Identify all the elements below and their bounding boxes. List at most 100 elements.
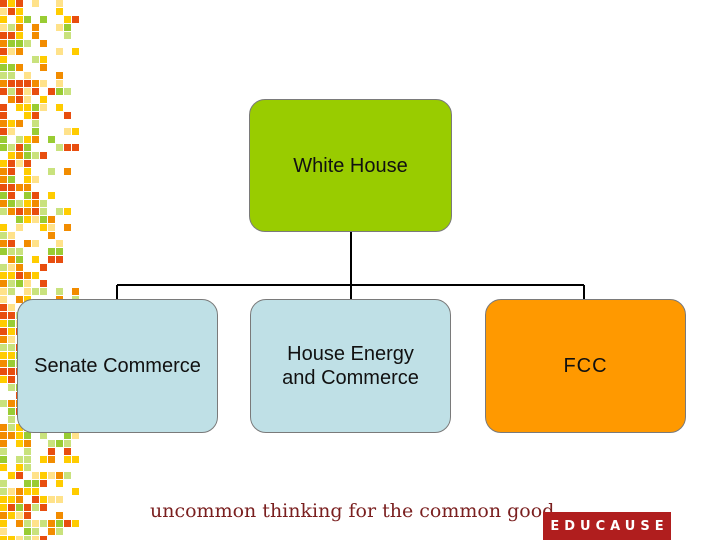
- mosaic-tile: [56, 248, 63, 255]
- mosaic-tile: [0, 480, 7, 487]
- mosaic-tile: [0, 80, 7, 87]
- mosaic-tile: [24, 144, 31, 151]
- mosaic-tile: [32, 272, 39, 279]
- mosaic-tile: [8, 64, 15, 71]
- mosaic-tile: [48, 456, 55, 463]
- mosaic-tile: [56, 472, 63, 479]
- mosaic-tile: [8, 336, 15, 343]
- mosaic-tile: [16, 144, 23, 151]
- mosaic-tile: [32, 528, 39, 535]
- mosaic-tile: [16, 176, 23, 183]
- mosaic-tile: [40, 208, 47, 215]
- mosaic-tile: [32, 288, 39, 295]
- mosaic-tile: [8, 176, 15, 183]
- mosaic-tile: [0, 136, 7, 143]
- mosaic-tile: [40, 520, 47, 527]
- mosaic-tile: [8, 376, 15, 383]
- mosaic-tile: [32, 432, 39, 439]
- mosaic-tile: [16, 48, 23, 55]
- mosaic-tile: [48, 88, 55, 95]
- mosaic-tile: [56, 440, 63, 447]
- mosaic-tile: [0, 456, 7, 463]
- mosaic-tile: [8, 280, 15, 287]
- mosaic-tile: [16, 88, 23, 95]
- mosaic-tile: [40, 96, 47, 103]
- mosaic-tile: [8, 168, 15, 175]
- mosaic-tile: [72, 48, 79, 55]
- mosaic-tile: [0, 184, 7, 191]
- mosaic-tile: [24, 88, 31, 95]
- mosaic-tile: [8, 408, 15, 415]
- mosaic-tile: [0, 496, 7, 503]
- mosaic-tile: [64, 520, 71, 527]
- mosaic-tile: [8, 424, 15, 431]
- mosaic-tile: [16, 536, 23, 540]
- mosaic-tile: [40, 56, 47, 63]
- mosaic-tile: [0, 504, 7, 511]
- mosaic-tile: [24, 208, 31, 215]
- mosaic-tile: [16, 512, 23, 519]
- mosaic-tile: [32, 256, 39, 263]
- mosaic-tile: [48, 440, 55, 447]
- mosaic-tile: [24, 272, 31, 279]
- mosaic-tile: [0, 488, 7, 495]
- mosaic-tile: [8, 520, 15, 527]
- mosaic-tile: [0, 48, 7, 55]
- mosaic-tile: [24, 240, 31, 247]
- mosaic-tile: [64, 16, 71, 23]
- node-white-house: White House: [249, 99, 452, 232]
- mosaic-tile: [16, 80, 23, 87]
- mosaic-tile: [48, 136, 55, 143]
- mosaic-tile: [56, 72, 63, 79]
- mosaic-tile: [24, 520, 31, 527]
- mosaic-tile: [24, 288, 31, 295]
- mosaic-tile: [0, 72, 7, 79]
- mosaic-tile: [24, 480, 31, 487]
- mosaic-tile: [16, 200, 23, 207]
- mosaic-tile: [0, 96, 7, 103]
- mosaic-tile: [56, 512, 63, 519]
- mosaic-tile: [16, 256, 23, 263]
- mosaic-tile: [0, 240, 7, 247]
- mosaic-tile: [0, 384, 7, 391]
- mosaic-tile: [24, 136, 31, 143]
- mosaic-tile: [8, 344, 15, 351]
- mosaic-tile: [8, 368, 15, 375]
- mosaic-tile: [16, 496, 23, 503]
- mosaic-tile: [8, 352, 15, 359]
- mosaic-tile: [16, 160, 23, 167]
- mosaic-tile: [48, 496, 55, 503]
- mosaic-tile: [16, 488, 23, 495]
- mosaic-tile: [0, 144, 7, 151]
- mosaic-tile: [16, 224, 23, 231]
- mosaic-tile: [40, 456, 47, 463]
- mosaic-tile: [8, 96, 15, 103]
- mosaic-tile: [56, 464, 63, 471]
- mosaic-tile: [16, 24, 23, 31]
- mosaic-tile: [16, 432, 23, 439]
- mosaic-tile: [8, 272, 15, 279]
- mosaic-tile: [8, 264, 15, 271]
- mosaic-tile: [64, 496, 71, 503]
- mosaic-tile: [48, 536, 55, 540]
- mosaic-tile: [0, 256, 7, 263]
- mosaic-tile: [40, 536, 47, 540]
- mosaic-tile: [56, 208, 63, 215]
- node-fcc: FCC: [485, 299, 686, 433]
- mosaic-tile: [0, 448, 7, 455]
- mosaic-tile: [16, 32, 23, 39]
- mosaic-tile: [0, 160, 7, 167]
- mosaic-tile: [48, 192, 55, 199]
- mosaic-tile: [72, 432, 79, 439]
- mosaic-tile: [8, 256, 15, 263]
- mosaic-tile: [8, 0, 15, 7]
- mosaic-tile: [40, 80, 47, 87]
- mosaic-tile: [32, 216, 39, 223]
- mosaic-tile: [0, 432, 7, 439]
- mosaic-tile: [0, 264, 7, 271]
- mosaic-tile: [24, 504, 31, 511]
- mosaic-tile: [48, 528, 55, 535]
- mosaic-tile: [16, 504, 23, 511]
- mosaic-tile: [8, 160, 15, 167]
- mosaic-tile: [8, 416, 15, 423]
